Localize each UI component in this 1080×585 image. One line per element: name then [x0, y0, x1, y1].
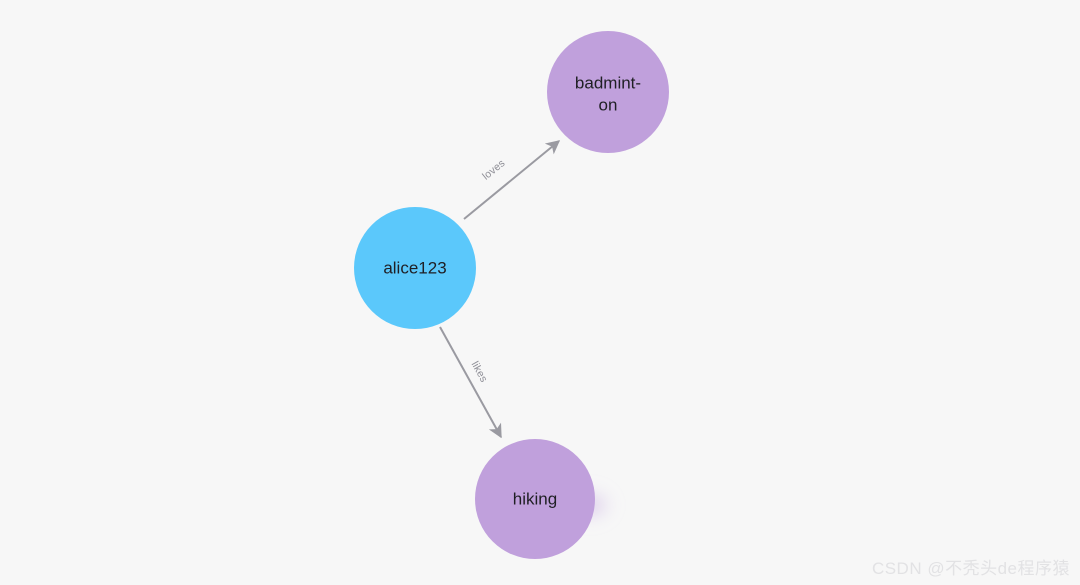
edge-label-likes: likes	[469, 359, 490, 384]
edge-alice-loves-badminton[interactable]: loves	[463, 140, 561, 220]
edge-line	[463, 140, 561, 220]
edge-alice-likes-hiking[interactable]: likes	[439, 326, 502, 439]
node-alice123[interactable]: alice123	[354, 207, 476, 329]
node-circle[interactable]	[475, 439, 595, 559]
node-hiking[interactable]: hiking	[475, 439, 616, 559]
node-circle[interactable]	[354, 207, 476, 329]
node-badminton[interactable]: badmint- on	[547, 31, 669, 153]
csdn-watermark: CSDN @不秃头de程序猿	[871, 559, 1070, 578]
edge-line	[439, 326, 502, 439]
edge-label-loves: loves	[480, 157, 507, 182]
node-circle[interactable]	[547, 31, 669, 153]
node-layer: badmint- on alice123 hiking	[354, 31, 669, 559]
